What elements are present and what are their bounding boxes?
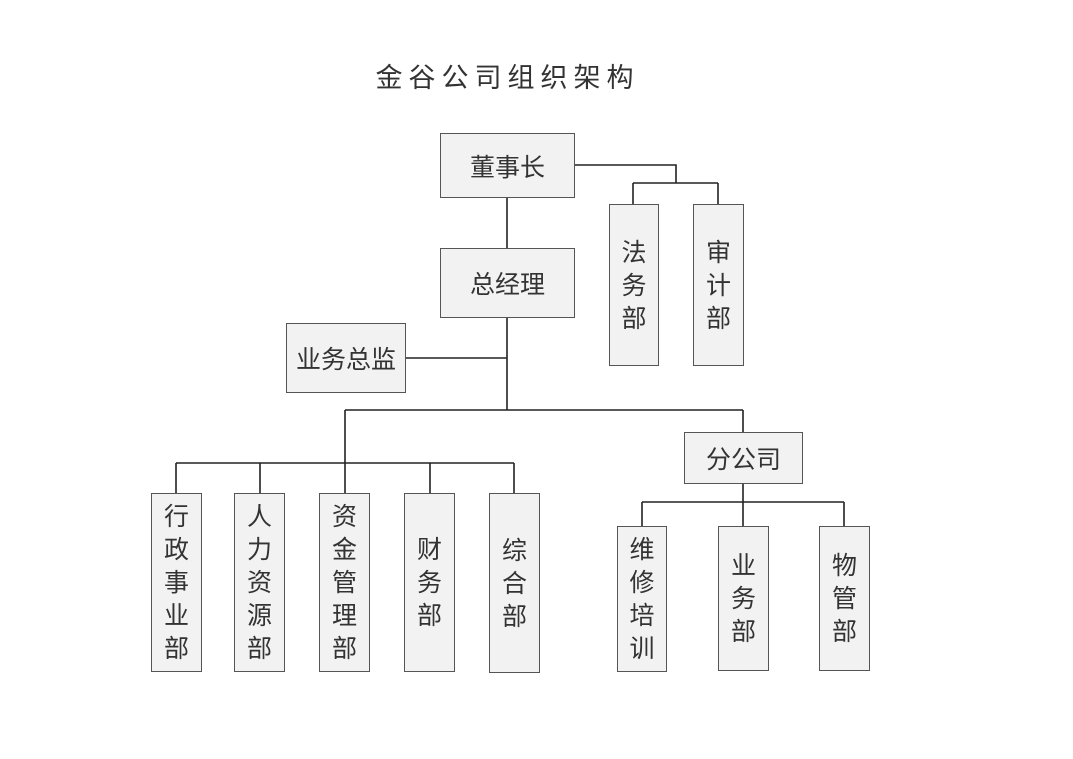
diagram-title: 金谷公司组织架构 bbox=[375, 63, 640, 94]
vertical-char: 理 bbox=[331, 601, 357, 630]
node-business: 业务部 bbox=[718, 526, 769, 671]
vertical-char: 务 bbox=[621, 270, 647, 300]
vertical-char: 计 bbox=[705, 270, 731, 300]
vertical-char: 物 bbox=[831, 551, 857, 580]
node-branch-label: 分公司 bbox=[705, 445, 781, 474]
node-hr-label: 人力资源部 bbox=[247, 500, 272, 665]
vertical-char: 审 bbox=[705, 237, 731, 267]
vertical-char: 金 bbox=[331, 535, 357, 564]
node-admin-label: 行政事业部 bbox=[164, 500, 189, 665]
connector-chairman-to-legal-audit bbox=[575, 164, 677, 183]
vertical-char: 业 bbox=[730, 551, 756, 580]
node-general-label: 综合部 bbox=[502, 534, 527, 633]
node-fund-label: 资金管理部 bbox=[332, 500, 357, 665]
vertical-char: 法 bbox=[621, 237, 647, 267]
vertical-char: 人 bbox=[246, 502, 272, 531]
node-chairman-label: 董事长 bbox=[469, 152, 545, 182]
vertical-char: 部 bbox=[246, 634, 272, 663]
vertical-char: 政 bbox=[163, 535, 189, 564]
node-admin: 行政事业部 bbox=[151, 493, 202, 672]
node-legal: 法务部 bbox=[609, 204, 659, 366]
node-business-label: 业务部 bbox=[731, 549, 756, 648]
vertical-char: 务 bbox=[416, 568, 442, 597]
vertical-char: 综 bbox=[501, 535, 527, 565]
node-audit: 审计部 bbox=[693, 204, 744, 366]
vertical-char: 合 bbox=[501, 568, 527, 598]
vertical-char: 修 bbox=[629, 568, 655, 597]
node-branch: 分公司 bbox=[684, 432, 803, 484]
vertical-char: 部 bbox=[730, 617, 756, 646]
vertical-char: 部 bbox=[331, 634, 357, 663]
node-finance-label: 财务部 bbox=[417, 533, 442, 632]
vertical-char: 管 bbox=[331, 568, 357, 597]
node-hr: 人力资源部 bbox=[234, 493, 285, 672]
vertical-char: 部 bbox=[621, 303, 647, 333]
vertical-char: 部 bbox=[705, 303, 731, 333]
node-audit-label: 审计部 bbox=[706, 236, 731, 335]
node-property: 物管部 bbox=[819, 526, 870, 671]
vertical-char: 维 bbox=[629, 535, 655, 564]
vertical-char: 资 bbox=[246, 568, 272, 597]
node-general: 综合部 bbox=[489, 493, 540, 673]
vertical-char: 财 bbox=[416, 535, 442, 564]
node-general-manager: 总经理 bbox=[440, 248, 575, 318]
node-property-label: 物管部 bbox=[832, 549, 857, 648]
vertical-char: 部 bbox=[501, 601, 527, 631]
vertical-char: 务 bbox=[730, 584, 756, 613]
node-business-director-label: 业务总监 bbox=[295, 345, 396, 374]
node-maintenance-label: 维修培训 bbox=[629, 533, 654, 665]
vertical-char: 事 bbox=[163, 568, 189, 597]
vertical-char: 部 bbox=[831, 617, 857, 646]
vertical-char: 部 bbox=[416, 601, 442, 630]
vertical-char: 训 bbox=[629, 634, 655, 663]
vertical-char: 业 bbox=[163, 601, 189, 630]
node-business-director: 业务总监 bbox=[286, 323, 406, 393]
vertical-char: 管 bbox=[831, 584, 857, 613]
node-general-manager-label: 总经理 bbox=[469, 270, 545, 299]
node-finance: 财务部 bbox=[404, 493, 455, 672]
node-chairman: 董事长 bbox=[440, 133, 575, 198]
vertical-char: 行 bbox=[163, 502, 189, 531]
node-legal-label: 法务部 bbox=[621, 236, 646, 335]
vertical-char: 培 bbox=[629, 601, 655, 630]
node-maintenance: 维修培训 bbox=[617, 526, 667, 672]
vertical-char: 部 bbox=[163, 634, 189, 663]
vertical-char: 源 bbox=[246, 601, 272, 630]
vertical-char: 资 bbox=[331, 502, 357, 531]
vertical-char: 力 bbox=[246, 535, 272, 564]
node-fund: 资金管理部 bbox=[319, 493, 370, 672]
